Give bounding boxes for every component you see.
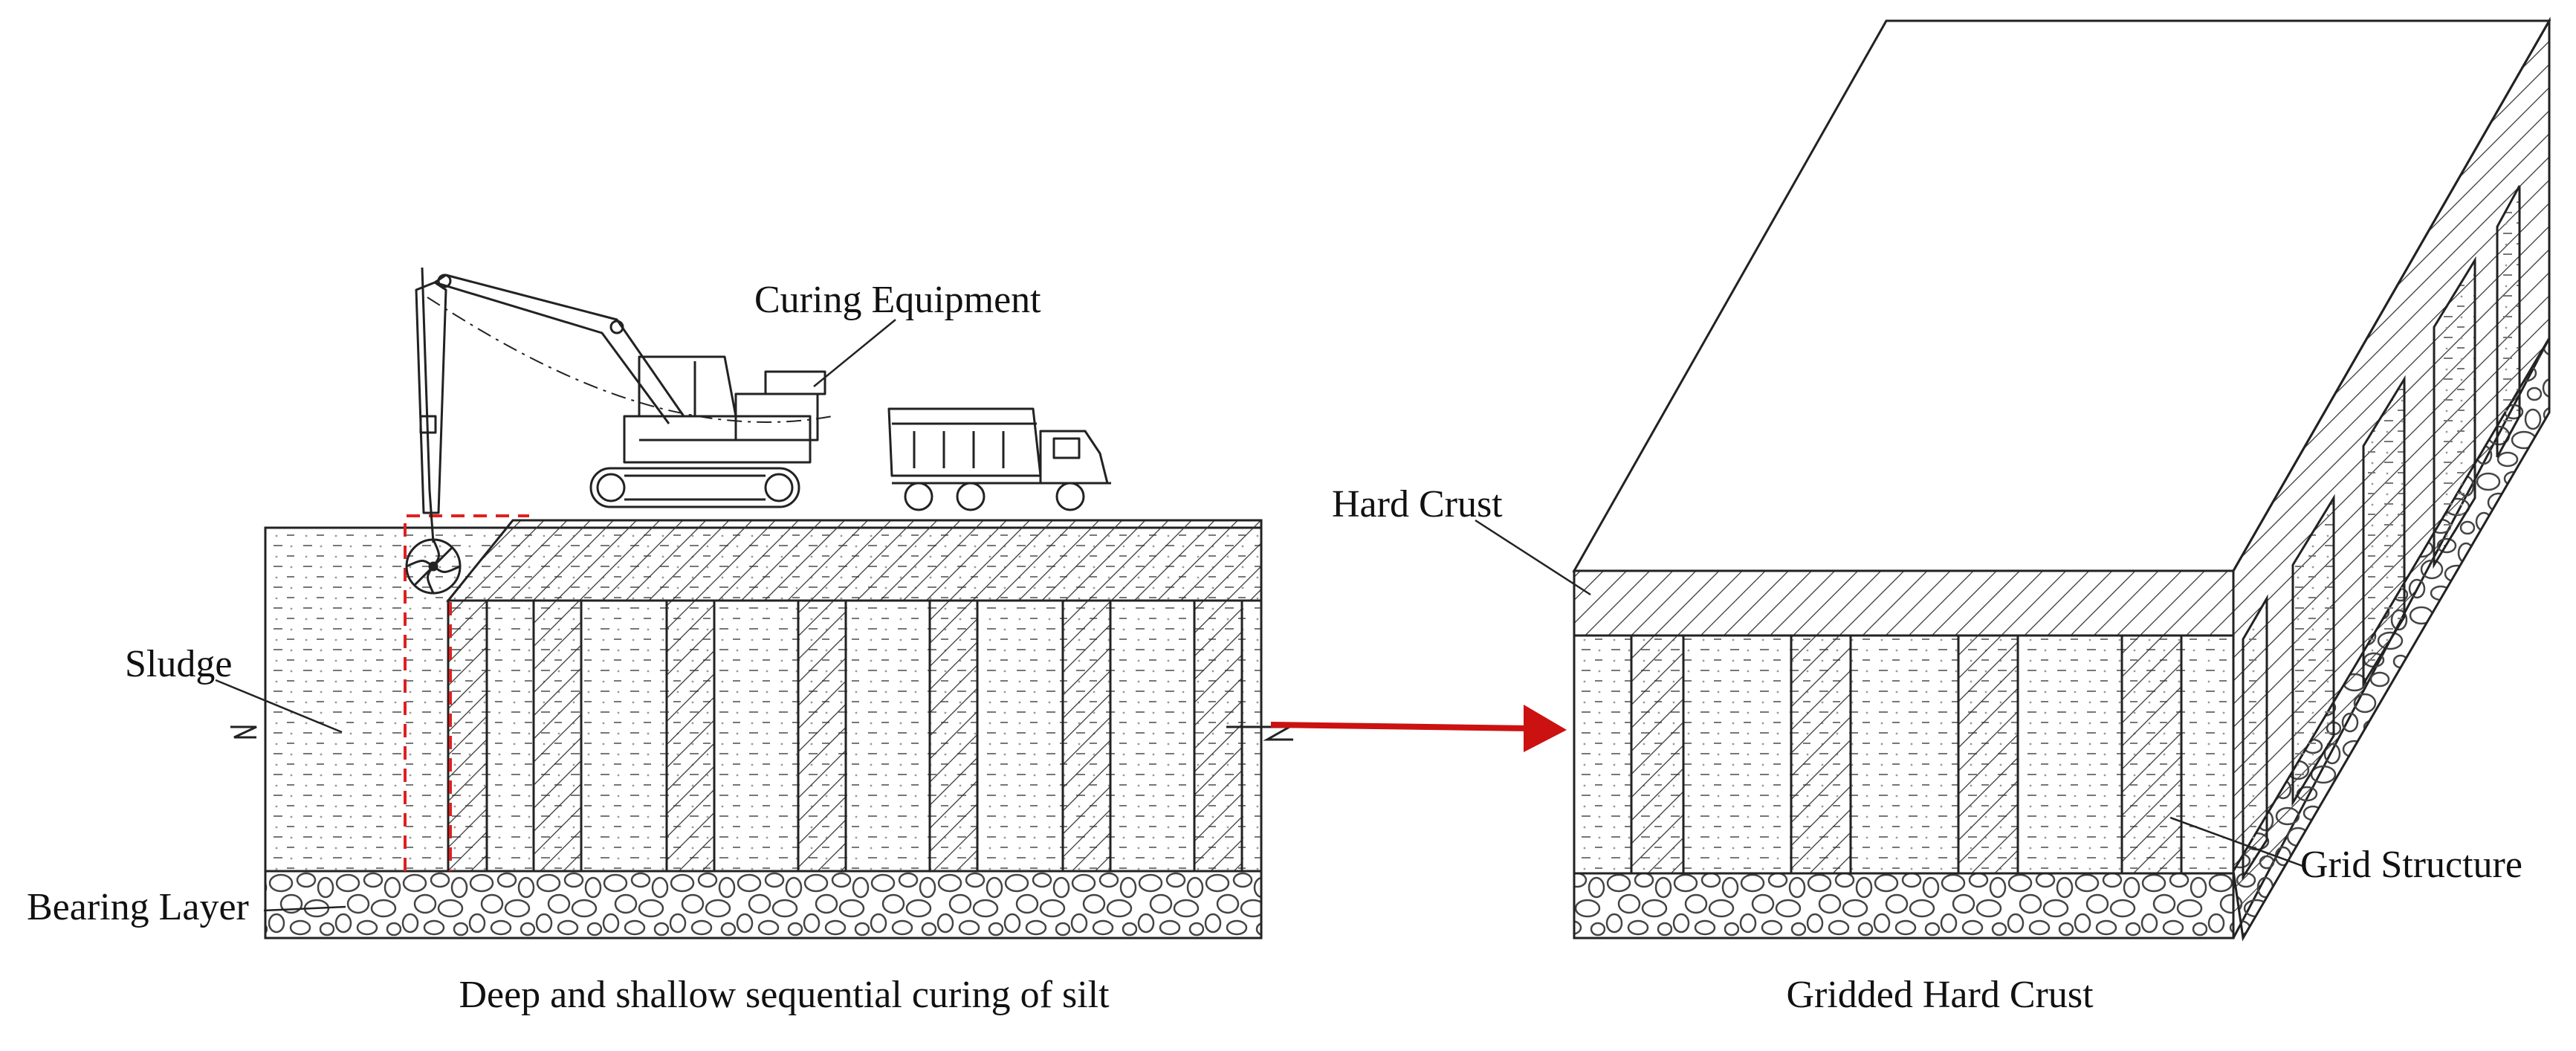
- caption-left: Deep and shallow sequential curing of si…: [459, 974, 1110, 1016]
- leader-bearing-layer: [263, 905, 346, 912]
- leader-hard-crust: [1475, 519, 1591, 596]
- hatched-walls: [447, 599, 1243, 873]
- bearing-layer-right: [1573, 872, 2235, 940]
- dump-truck-icon: [887, 407, 1111, 511]
- label-hard-crust: Hard Crust: [1332, 483, 1503, 526]
- label-curing-equipment: Curing Equipment: [754, 279, 1041, 321]
- bearing-layer-left: [264, 870, 1263, 940]
- excavator-icon: [415, 267, 833, 543]
- hard-crust-layer-right: [1573, 569, 2235, 637]
- break-mark-left: [230, 725, 257, 739]
- left-cross-section: [215, 267, 1294, 940]
- mixing-zone-outline: [404, 514, 529, 871]
- label-grid-structure: Grid Structure: [2300, 844, 2522, 886]
- transition-arrow-icon: [1270, 705, 1567, 752]
- right-3d-block: [1572, 16, 2551, 942]
- leader-sludge: [215, 679, 343, 734]
- hard-crust-layer-left: [445, 519, 1263, 602]
- side-silt-panels: [2242, 185, 2521, 882]
- leader-grid-structure: [2169, 816, 2303, 867]
- front-grid-walls: [1630, 634, 2183, 875]
- leader-curing-equipment: [813, 319, 896, 387]
- caption-right: Gridded Hard Crust: [1786, 974, 2094, 1016]
- label-bearing-layer: Bearing Layer: [27, 886, 249, 928]
- label-sludge: Sludge: [125, 643, 232, 685]
